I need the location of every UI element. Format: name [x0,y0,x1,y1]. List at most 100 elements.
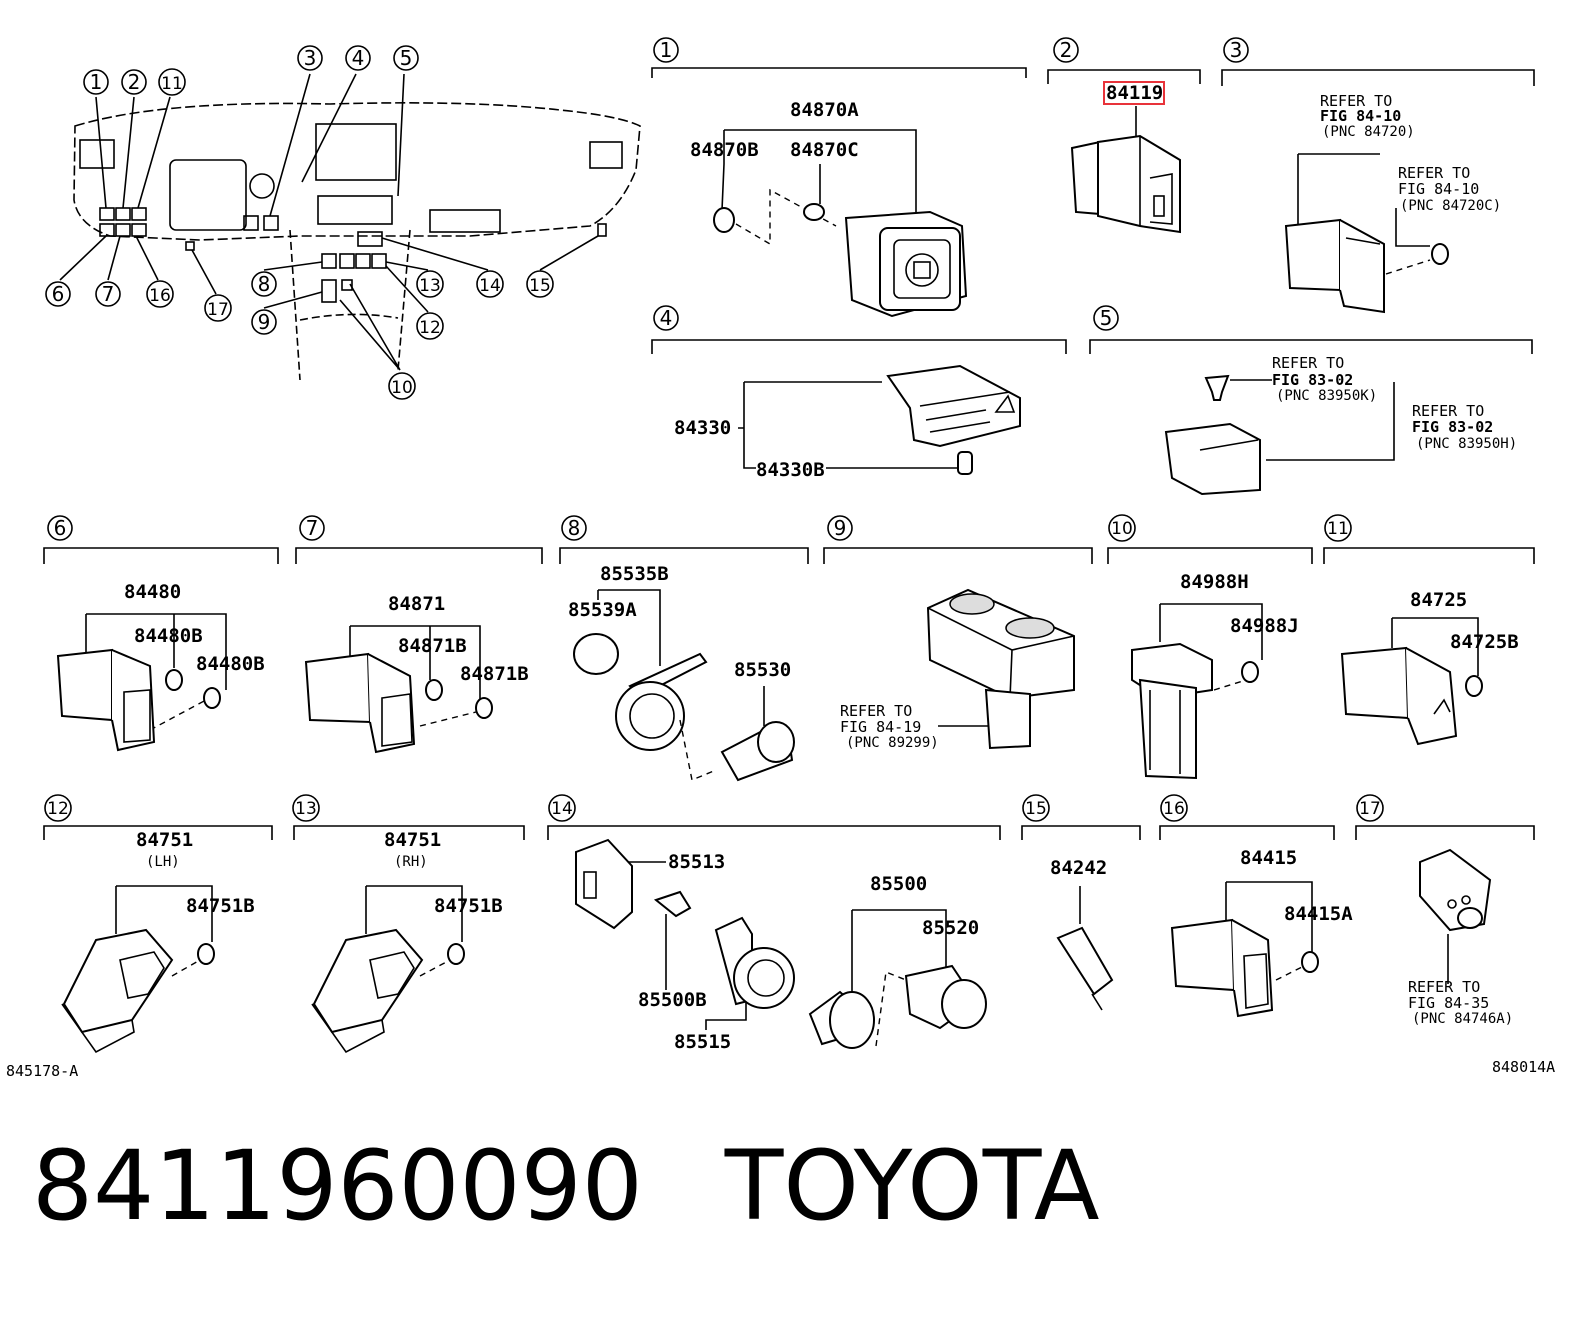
section-number: 2 [1060,38,1073,62]
ref-label: REFER TO [1398,164,1470,182]
section-number: 16 [1163,799,1185,819]
part-label: 84870C [790,139,859,161]
brand-name: TOYOTA [724,1130,1100,1242]
ref-label: (PNC 83950K) [1276,388,1377,404]
part-label: 84988H [1180,571,1249,593]
ref-label: FIG 83-02 [1272,371,1353,389]
overview-callouts: 1 2 11 3 4 5 6 7 16 17 8 9 10 13 12 14 1… [45,45,554,400]
ref-label: FIG 84-19 [840,718,921,736]
part-label: 84330B [756,459,825,481]
part-label-highlighted[interactable]: 84119 [1106,82,1163,104]
ref-label: REFER TO [1272,354,1344,372]
callout-2: 2 [128,70,141,94]
section-number: 12 [47,799,69,819]
dashboard-overview [59,73,641,381]
part-label: 84751B [186,895,255,917]
section-3: 3 REFER TO FIG 84-10 (PNC 84720) REFER T… [1221,37,1535,314]
part-label: 84415 [1240,847,1297,869]
section-number: 15 [1025,799,1047,819]
part-label: 84725B [1450,631,1519,653]
section-number: 14 [551,799,573,819]
part-label: 84415A [1284,903,1353,925]
part-label: (RH) [394,854,428,870]
section-14: 14 85513 85500B 85515 85500 85520 [547,794,1001,1053]
callout-14: 14 [479,276,501,296]
section-number: 13 [295,799,317,819]
part-label: 84871 [388,593,445,615]
ref-label: FIG 84-10 [1320,107,1401,125]
part-label: 84871B [460,663,529,685]
part-number: 8411960090 [32,1130,643,1242]
footer-right-code: 848014A [1492,1058,1555,1076]
part-label: 85530 [734,659,791,681]
part-label: 84870A [790,99,859,121]
ref-label: REFER TO [840,702,912,720]
section-15: 15 84242 [1021,794,1141,1011]
callout-9: 9 [258,310,271,334]
callout-15: 15 [529,276,551,296]
ref-label: REFER TO [1412,402,1484,420]
ref-label: (PNC 84720C) [1400,198,1501,214]
ref-label: (PNC 84720) [1322,124,1415,140]
section-13: 13 84751 (RH) 84751B [292,794,525,1054]
section-4: 4 84330 84330B [651,305,1067,481]
part-label: 84330 [674,417,731,439]
section-number: 6 [54,516,67,540]
section-number: 10 [1111,519,1133,539]
section-number: 1 [660,38,673,62]
ref-label: (PNC 84746A) [1412,1011,1513,1027]
part-label: (LH) [146,854,180,870]
section-9: 9 REFER TO FIG 84-19 (PNC 89299) [823,515,1093,751]
part-label: 84480B [134,625,203,647]
part-label: 85515 [674,1031,731,1053]
part-label: 85513 [668,851,725,873]
section-number: 5 [1100,306,1113,330]
footer-left-code: 845178-A [6,1062,78,1080]
section-8: 8 85535B 85539A 85530 [559,515,809,782]
ref-label: (PNC 83950H) [1416,436,1517,452]
section-5: 5 REFER TO FIG 83-02 (PNC 83950K) REFER … [1089,305,1533,496]
part-label: 84871B [398,635,467,657]
callout-8: 8 [258,272,271,296]
callout-3: 3 [304,46,317,70]
part-label: 84751B [434,895,503,917]
section-number: 9 [834,516,847,540]
part-label: 84751 [384,829,441,851]
callout-5: 5 [400,46,413,70]
part-label: 85535B [600,563,669,585]
section-1: 1 84870A 84870B 84870C [651,37,1027,318]
part-label: 85500B [638,989,707,1011]
ref-label: (PNC 89299) [846,735,939,751]
part-label: 84480B [196,653,265,675]
section-number: 11 [1327,519,1349,539]
highlight-box [1103,81,1165,105]
callout-13: 13 [419,276,441,296]
ref-label: REFER TO [1408,978,1480,996]
part-label: 84988J [1230,615,1299,637]
part-label: 84725 [1410,589,1467,611]
callout-6: 6 [52,282,65,306]
callout-16: 16 [149,286,171,306]
ref-label: FIG 83-02 [1412,418,1493,436]
part-label: 84242 [1050,857,1107,879]
section-16: 16 84415 84415A [1159,794,1353,1018]
section-number: 7 [306,516,319,540]
part-label: 84480 [124,581,181,603]
callout-17: 17 [207,300,229,320]
section-number: 4 [660,306,673,330]
callout-12: 12 [419,318,441,338]
section-number: 17 [1359,799,1381,819]
ref-label: REFER TO [1320,92,1392,110]
part-label: 85520 [922,917,979,939]
part-caption: 8411960090 TOYOTA [32,1130,1100,1250]
section-number: 8 [568,516,581,540]
callout-1: 1 [90,70,103,94]
section-11: 11 84725 84725B [1323,514,1535,746]
section-12: 12 84751 (LH) 84751B [43,794,273,1054]
section-17: 17 REFER TO FIG 84-35 (PNC 84746A) [1355,794,1535,1027]
part-label: 85500 [870,873,927,895]
section-7: 7 84871 84871B 84871B [295,515,543,754]
callout-10: 10 [391,378,413,398]
ref-label: FIG 84-35 [1408,994,1489,1012]
